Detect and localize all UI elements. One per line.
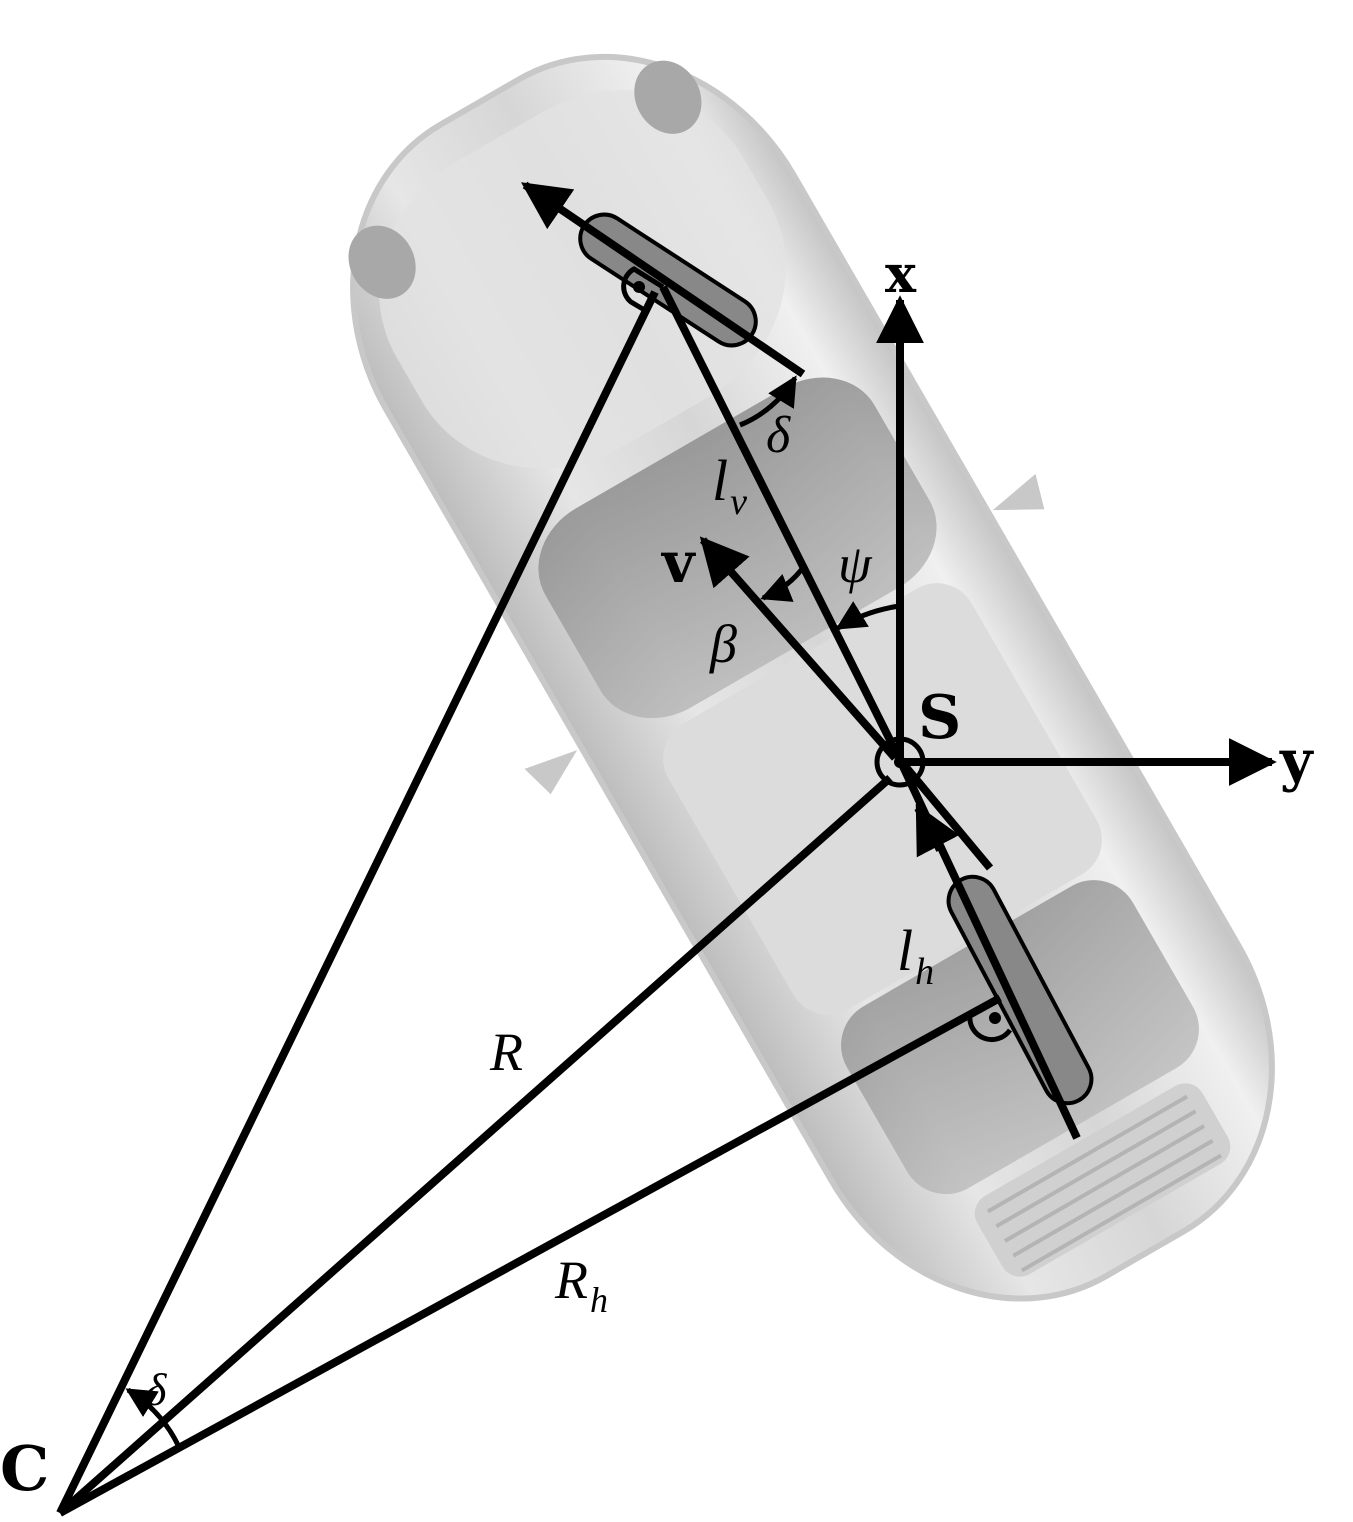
front-right-angle-dot	[633, 281, 645, 293]
rear-length-label-base: l	[897, 918, 913, 983]
rear-length-label: lh	[897, 918, 934, 993]
yaw-angle-arc	[835, 601, 901, 631]
front-length-label-base: l	[712, 448, 728, 513]
rear-radius-label: Rh	[554, 1250, 608, 1320]
front-wheel-heading-line	[521, 181, 806, 378]
radius-line-R	[57, 775, 893, 1516]
car-headlight-right	[634, 60, 702, 134]
rear-right-angle-dot	[989, 1012, 1001, 1024]
radius-label: R	[489, 1022, 523, 1082]
rear-axle-arrow	[914, 803, 960, 858]
slip-angle-arc	[760, 563, 808, 602]
steer-angle-label-center: δ	[145, 1364, 167, 1415]
front-length-label: lv	[712, 448, 747, 523]
car-mirror-right	[992, 473, 1045, 511]
front-axle-line	[659, 285, 904, 762]
steer-angle-arc-front	[739, 375, 798, 428]
radius-line-Rh	[58, 994, 1002, 1517]
car-silhouette	[348, 53, 1275, 1302]
velocity-vector	[699, 536, 899, 761]
rear-radius-label-sub: h	[590, 1280, 608, 1320]
steer-angle-label-front: δ	[766, 407, 791, 464]
front-length-label-sub: v	[730, 481, 747, 523]
cog-dot	[894, 756, 906, 768]
velocity-label: v	[660, 530, 696, 596]
x-axis-label: x	[885, 244, 917, 305]
rear-radius-label-base: R	[554, 1250, 588, 1310]
car-grille-slats	[986, 1094, 1223, 1273]
car-hood-panel	[379, 90, 786, 469]
car-engine-grille	[974, 1083, 1231, 1277]
front-right-angle-marker	[621, 266, 665, 315]
car-headlight-left	[348, 225, 416, 299]
cog-label: S	[918, 683, 961, 753]
yaw-angle-label: ψ	[838, 534, 873, 594]
rear-right-angle-marker	[967, 995, 1013, 1042]
car-mirror-left	[524, 750, 578, 795]
center-label: C	[0, 1432, 49, 1505]
rear-length-label-sub: h	[915, 951, 934, 993]
steer-angle-arc-center	[125, 1387, 181, 1447]
slip-angle-label: β	[709, 614, 737, 674]
y-axis-label: y	[1279, 728, 1314, 794]
center-to-front-wheel-line	[56, 290, 659, 1515]
cog-circle	[874, 736, 926, 788]
